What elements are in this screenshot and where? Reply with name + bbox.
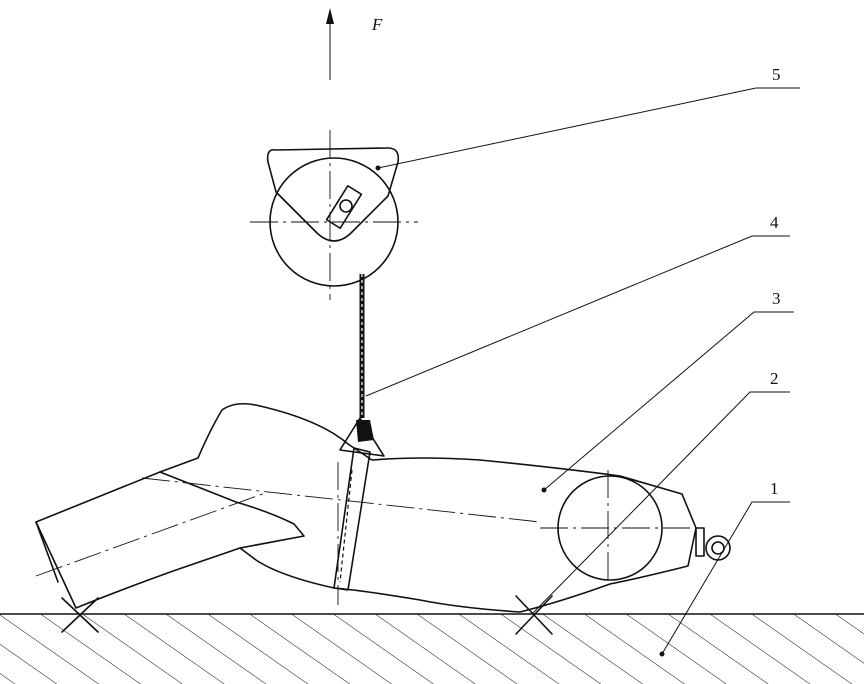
leader-4: [365, 235, 790, 397]
callout-5: 5: [772, 65, 781, 84]
body-strap: [333, 447, 371, 591]
ground: [0, 613, 864, 684]
pivot-pin: [339, 199, 353, 213]
leader-5: [377, 87, 800, 169]
torso-outline: [35, 402, 697, 613]
force-arrowhead: [326, 8, 334, 24]
leg-centerline: [35, 491, 269, 577]
force-axis: F: [326, 8, 383, 605]
callout-4: 4: [770, 213, 779, 232]
leader-2: [531, 391, 790, 615]
foot-end: [35, 521, 59, 583]
rear-plate: [695, 527, 705, 557]
leader-1: [661, 501, 790, 655]
eye-bolt-inner: [711, 541, 725, 555]
slot-plate: [325, 184, 363, 230]
contact-mark-front: [61, 597, 99, 633]
leg-fold-line: [159, 471, 305, 549]
ground-hatching: [0, 614, 864, 684]
callout-2: 2: [770, 369, 779, 388]
body-centerline: [141, 477, 541, 523]
dummy-body: [35, 402, 731, 635]
callout-3: 3: [772, 289, 781, 308]
pulley-bracket: [266, 147, 400, 242]
leader-3: [543, 311, 794, 491]
force-label: F: [371, 15, 383, 34]
eye-bolt-outer: [705, 535, 731, 561]
pulley-assembly: [250, 147, 418, 287]
callout-1: 1: [770, 479, 779, 498]
callouts: 5 4 3 2 1: [365, 65, 800, 657]
sling-clamp: [356, 420, 374, 442]
contact-mark-rear: [515, 595, 553, 635]
sling: [333, 274, 385, 591]
